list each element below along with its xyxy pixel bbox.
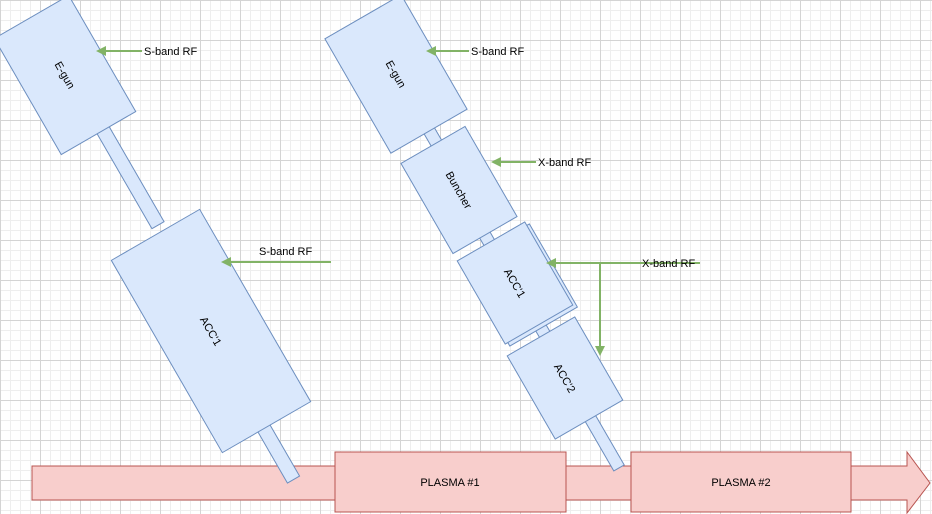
plasma1-label: PLASMA #1 bbox=[420, 477, 479, 489]
right-beam-pipe-4 bbox=[583, 412, 625, 472]
plasma2-box[interactable] bbox=[630, 451, 852, 513]
left-acc1-rf-label: S-band RF bbox=[259, 246, 312, 258]
left-beam-pipe-upper bbox=[93, 120, 165, 230]
left-egun-rf-label: S-band RF bbox=[144, 46, 197, 58]
plasma2-label: PLASMA #2 bbox=[711, 477, 770, 489]
plasma1-box[interactable] bbox=[334, 451, 567, 513]
buncher-rf-label: X-band RF bbox=[538, 157, 591, 169]
buncher-box[interactable] bbox=[400, 125, 518, 255]
right-acc2-box[interactable] bbox=[506, 316, 624, 440]
acc-rf-label: X-band RF bbox=[642, 258, 695, 270]
right-egun-rf-label: S-band RF bbox=[471, 46, 524, 58]
left-acc1-box[interactable] bbox=[110, 208, 312, 454]
